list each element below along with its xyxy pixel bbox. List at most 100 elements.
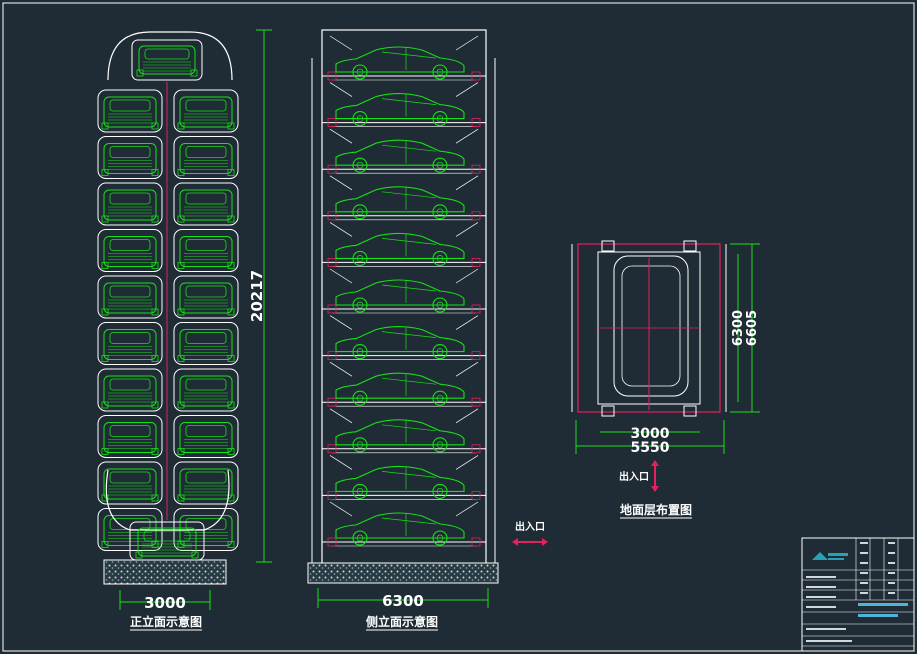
side-pallet-bracket-left bbox=[327, 490, 337, 500]
title-block-frame bbox=[801, 537, 915, 652]
side-pallet-bracket-left bbox=[327, 304, 337, 314]
front-car-left bbox=[101, 282, 159, 316]
plan-car-outline bbox=[613, 255, 689, 397]
title-block-cell-mark bbox=[888, 552, 895, 554]
front-pallet-right bbox=[173, 89, 239, 133]
title-block-cell-mark bbox=[860, 592, 868, 594]
title-block-cell-mark bbox=[860, 542, 868, 544]
front-pallet-left bbox=[97, 136, 163, 179]
front-elevation-view: 3000 正立面示意图 20217 bbox=[97, 29, 272, 631]
title-block-text-stroke bbox=[806, 586, 836, 588]
front-car-left bbox=[101, 189, 159, 223]
plan-view-caption: 地面层布置图 bbox=[620, 502, 692, 517]
front-car-right bbox=[177, 236, 235, 269]
plan-inner-height-dimension: 6300 bbox=[731, 310, 746, 346]
side-pallet-bracket-left bbox=[327, 118, 337, 127]
front-pallet-left bbox=[97, 461, 163, 505]
front-car-slots bbox=[97, 31, 239, 561]
side-car bbox=[335, 46, 465, 80]
side-pallet-bracket-right bbox=[471, 118, 481, 127]
side-car bbox=[335, 372, 465, 406]
side-ground-base bbox=[307, 562, 499, 584]
front-car-left bbox=[101, 236, 159, 269]
front-pallet-left bbox=[97, 415, 163, 458]
side-pallet-bracket-left bbox=[327, 164, 337, 174]
front-car-left bbox=[101, 468, 159, 502]
side-pallet-bracket-left bbox=[327, 211, 337, 221]
side-pallet-bracket-right bbox=[471, 537, 481, 547]
front-car-right bbox=[177, 515, 235, 548]
side-pallet-bracket-right bbox=[471, 211, 481, 221]
side-car bbox=[335, 139, 465, 173]
front-car-left bbox=[101, 375, 159, 409]
title-block-bar bbox=[858, 614, 898, 617]
side-elevation-view: 6300 侧立面示意图 出入口 bbox=[307, 29, 548, 631]
side-pallet-bracket-left bbox=[327, 71, 337, 81]
side-pallet-hanger bbox=[329, 35, 479, 51]
title-block-text-stroke bbox=[806, 640, 852, 642]
plan-outer-width-dimension: 5550 bbox=[631, 440, 670, 456]
front-pallet-right bbox=[173, 415, 239, 458]
front-car-right bbox=[177, 422, 235, 455]
front-pallet-right bbox=[173, 368, 239, 412]
title-block-text-stroke bbox=[806, 596, 836, 598]
title-block-cell-mark bbox=[860, 572, 868, 574]
plan-post-bl bbox=[601, 405, 615, 417]
plan-entrance-label: 出入口 bbox=[619, 470, 649, 483]
front-top-pallet bbox=[131, 39, 203, 81]
side-pallet-hanger bbox=[329, 361, 479, 377]
title-block-cell-mark bbox=[888, 582, 895, 584]
title-block-text-stroke bbox=[806, 628, 846, 630]
company-logo bbox=[812, 552, 848, 560]
title-block-cell-mark bbox=[860, 582, 868, 584]
front-pallet-right bbox=[173, 182, 239, 226]
front-height-dimension: 20217 bbox=[248, 270, 266, 322]
title-block-text-stroke bbox=[806, 606, 836, 608]
front-ground-base bbox=[103, 559, 227, 585]
plan-post-tl bbox=[601, 240, 615, 252]
front-car-right bbox=[177, 189, 235, 223]
front-car-right bbox=[177, 375, 235, 409]
plan-car-inner bbox=[621, 265, 681, 387]
front-car-right bbox=[177, 96, 235, 130]
front-width-dimension: 3000 bbox=[144, 594, 186, 612]
side-car-slots bbox=[322, 35, 486, 547]
side-pallet-bracket-right bbox=[471, 164, 481, 174]
side-pallet-bracket-right bbox=[471, 71, 481, 81]
title-block-cell-mark bbox=[888, 572, 895, 574]
side-pallet-bracket-right bbox=[471, 304, 481, 314]
side-pallet-bracket-right bbox=[471, 257, 481, 267]
plan-outer-height-dimension: 6605 bbox=[745, 310, 760, 346]
side-pallet-hanger bbox=[329, 408, 479, 424]
side-pallet-hanger bbox=[329, 222, 479, 237]
plan-inner-width-dimension: 3000 bbox=[631, 426, 670, 442]
front-car-bottom bbox=[135, 527, 199, 559]
front-car-right bbox=[177, 143, 235, 176]
side-car bbox=[335, 232, 465, 266]
plan-post-tr bbox=[683, 240, 697, 252]
side-pallet-hanger bbox=[329, 128, 479, 144]
front-car-right bbox=[177, 468, 235, 502]
side-pallet-hanger bbox=[329, 175, 479, 191]
side-pallet-hanger bbox=[329, 82, 479, 97]
title-block-grid bbox=[802, 538, 914, 647]
title-block-cell-mark bbox=[860, 562, 868, 564]
ground-floor-plan-view: 3000 5550 6300 6605 出入口 地面层布置图 bbox=[571, 240, 760, 519]
side-car bbox=[335, 93, 465, 127]
title-block-cell-mark bbox=[860, 552, 868, 554]
front-pallet-right bbox=[173, 322, 239, 365]
plan-post-br bbox=[683, 405, 697, 417]
side-entrance-label: 出入口 bbox=[515, 520, 545, 533]
side-pallet-bracket-left bbox=[327, 537, 337, 547]
front-pallet-left bbox=[97, 368, 163, 412]
side-pallet-bracket-left bbox=[327, 397, 337, 407]
front-car-left bbox=[101, 329, 159, 362]
side-pallet-hanger bbox=[329, 501, 479, 517]
plan-outer-boundary bbox=[577, 243, 721, 413]
side-pallet-bracket-right bbox=[471, 397, 481, 407]
title-block bbox=[801, 537, 915, 652]
front-car-right bbox=[177, 282, 235, 316]
side-pallet-hanger bbox=[329, 268, 479, 284]
side-entrance-arrow-icon bbox=[512, 538, 548, 546]
